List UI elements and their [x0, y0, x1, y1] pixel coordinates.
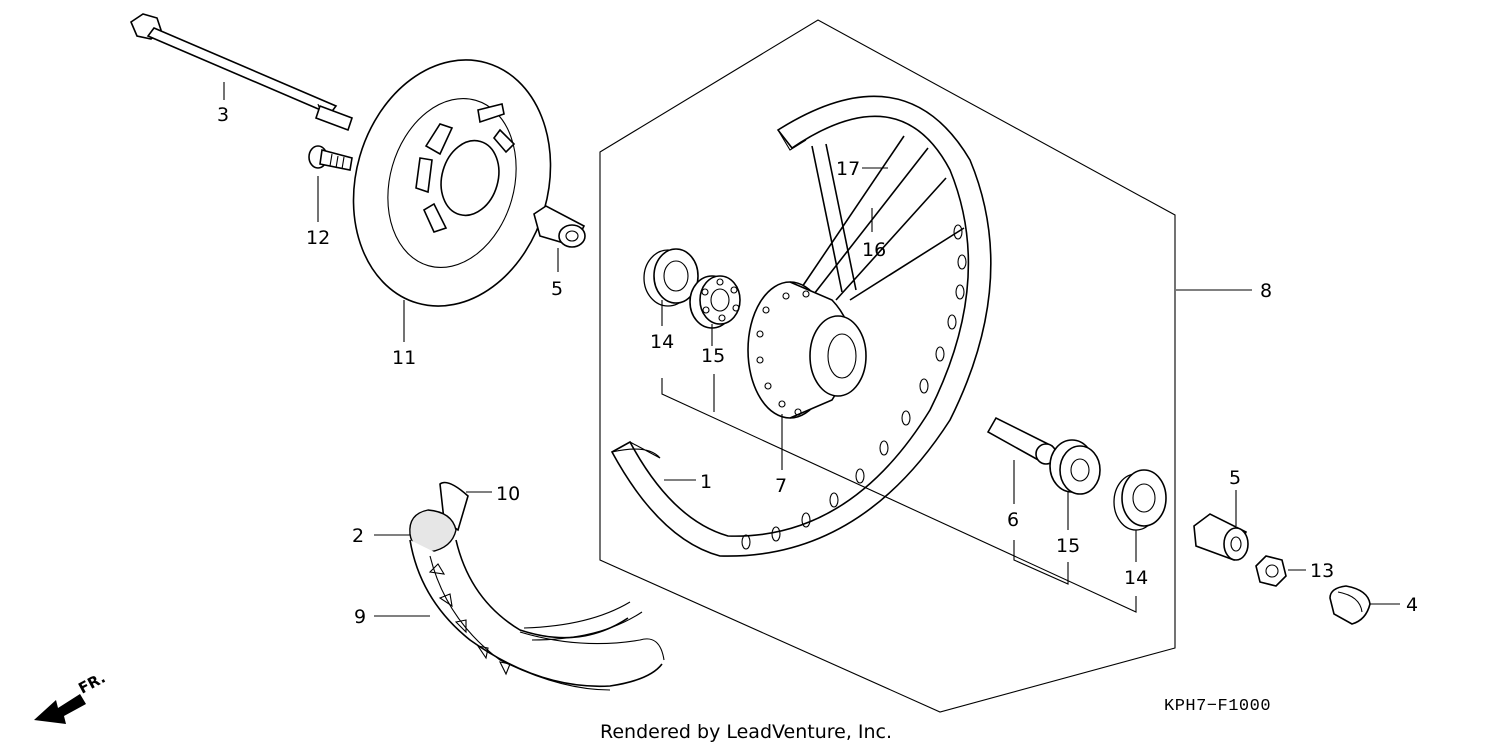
callout-axle-nut: 13 [1310, 560, 1334, 582]
front-direction-indicator: FR. [34, 669, 108, 724]
bearing-left-inner-part [689, 275, 741, 329]
wheel-assembly-boundary [599, 19, 1176, 713]
callout-cap-nut: 4 [1406, 594, 1418, 616]
bearing-left-part [643, 248, 699, 307]
callout-labels: 3 12 11 5 14 15 17 16 8 7 1 10 2 9 6 15 … [217, 104, 1418, 628]
side-collar-left-part [533, 205, 586, 248]
callout-tire: 9 [354, 606, 366, 628]
callout-wheel-assembly: 8 [1260, 280, 1272, 302]
callout-spoke-a: 17 [836, 158, 860, 180]
callout-distance-collar: 6 [1007, 509, 1019, 531]
callout-tube: 2 [352, 525, 364, 547]
callout-rim-band: 10 [496, 483, 520, 505]
callout-bearing-left: 14 [650, 331, 674, 353]
callout-bearing-left-inner: 15 [701, 345, 725, 367]
axle-nut-part [1255, 555, 1287, 587]
disc-bolt-part [308, 145, 353, 171]
callout-axle: 3 [217, 104, 229, 126]
cap-nut-part [1329, 585, 1371, 625]
leader-lines [223, 82, 1400, 617]
bearing-right-part [1113, 469, 1167, 531]
callout-disc-bolt: 12 [306, 227, 330, 249]
tire-group-part [409, 481, 665, 691]
callout-side-collar-right: 5 [1229, 467, 1241, 489]
callout-bearing-right-inner: 15 [1056, 535, 1080, 557]
axle-part [130, 13, 354, 132]
callout-brake-disc: 11 [392, 347, 416, 369]
direction-label: FR. [75, 669, 108, 698]
hub-part [747, 281, 867, 419]
callout-spoke-b: 16 [862, 239, 886, 261]
render-credit: Rendered by LeadVenture, Inc. [600, 721, 892, 743]
callout-side-collar-left: 5 [551, 278, 563, 300]
callout-bearing-right: 14 [1124, 567, 1148, 589]
spokes-part [799, 135, 965, 301]
diagram-code: KPH7−F1000 [1164, 697, 1271, 716]
bearing-right-inner-part [1049, 439, 1101, 495]
wheel-rim-part [610, 95, 992, 557]
rim-spoke-holes [741, 224, 967, 550]
brake-disc-part [352, 59, 552, 307]
callout-rim: 1 [700, 471, 712, 493]
distance-collar-part [986, 416, 1057, 465]
callout-hub: 7 [775, 475, 787, 497]
side-collar-right-part [1193, 513, 1249, 562]
